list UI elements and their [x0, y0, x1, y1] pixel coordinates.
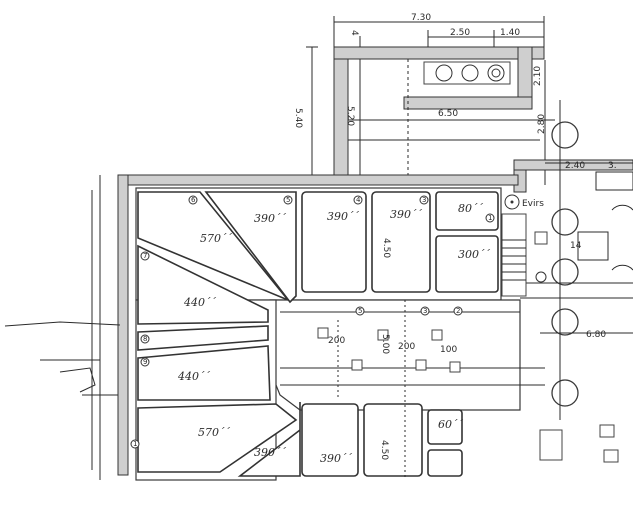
area-label-80: 80´´: [458, 202, 483, 215]
bed-dimensions: 4.50 5.00 4.50 200 200 100: [328, 238, 457, 460]
stair-number: 14: [570, 241, 582, 251]
svg-text:3: 3: [423, 307, 427, 315]
column-circle: [551, 379, 579, 407]
column-circle: [551, 308, 579, 336]
svg-text:1: 1: [488, 214, 492, 222]
dim-2-40: 2.40: [565, 161, 585, 171]
column-circle: [551, 121, 579, 149]
dim-7-30: 7.30: [411, 13, 431, 23]
dim-1-40: 1.40: [500, 28, 520, 38]
dim-6-50: 6.50: [438, 109, 458, 119]
svg-text:5: 5: [358, 307, 362, 315]
bed-8-strip: [137, 325, 269, 351]
bed-1: [435, 235, 499, 293]
dim-2-50: 2.50: [450, 28, 470, 38]
dim-4-50-bottom: 4.50: [379, 440, 389, 460]
area-label-440-top: 440´´: [183, 296, 216, 309]
dim-2-80: 2.80: [537, 114, 547, 134]
top-dimensions: 7.30 2.50 1.40 4 2.10 5.40 5.20 6.50 2.8…: [293, 13, 547, 185]
annex-top-wall: [333, 46, 545, 60]
dim-200-b: 200: [398, 342, 415, 352]
garden-enclosure: [4, 174, 519, 480]
bed-8: [137, 345, 271, 401]
bed-5: [204, 191, 297, 304]
area-label-60: 60´´: [438, 418, 463, 431]
bed-3: [371, 191, 431, 293]
area-label-570-bottom: 570´´: [198, 426, 230, 439]
area-label-390-c: 390´´: [390, 208, 422, 221]
bed-10-edge: [237, 402, 301, 477]
bed-7: [137, 244, 269, 325]
dim-4-50-top: 4.50: [381, 238, 391, 258]
stairs-label: Evirs: [522, 199, 544, 209]
svg-text:5: 5: [286, 196, 290, 204]
lower-beds: [137, 325, 463, 477]
column-circle: [551, 258, 579, 286]
area-label-390-a: 390´´: [254, 212, 286, 225]
svg-text:3: 3: [422, 196, 426, 204]
dim-200-a: 200: [328, 336, 345, 346]
area-label-570-top: 570´´: [200, 232, 232, 245]
svg-text:8: 8: [143, 335, 147, 343]
right-structure: 2.40 3. 14 6.80: [513, 100, 633, 420]
garden-top-wall: [117, 174, 519, 186]
bed-4: [301, 191, 367, 293]
upper-beds: [137, 191, 499, 325]
dim-4: 4: [349, 30, 359, 36]
bed-small-bottom: [427, 409, 463, 445]
area-label-390-d: 390´´: [254, 446, 286, 459]
planter-squares: [317, 300, 619, 480]
svg-text:6: 6: [191, 196, 196, 204]
area-label-390-b: 390´´: [327, 210, 359, 223]
dim-5-40: 5.40: [293, 108, 303, 128]
bed-labels: 570´´ 390´´ 390´´ 390´´ 80´´ 300´´ 440´´…: [177, 202, 490, 465]
bed-small-top: [435, 191, 499, 231]
dim-2-10: 2.10: [533, 66, 543, 86]
svg-text:9: 9: [143, 358, 147, 366]
upper-annex: [333, 46, 555, 176]
area-label-300: 300´´: [458, 248, 490, 261]
area-label-390-e: 390´´: [320, 452, 352, 465]
dim-5-20: 5.20: [345, 106, 355, 126]
numbered-markers: 6 5 4 3 1 7 8 9 1 5 3 2: [130, 195, 495, 449]
column-circle: [551, 208, 579, 236]
dim-100: 100: [440, 345, 457, 355]
svg-text:4: 4: [356, 196, 361, 204]
area-label-440-bottom: 440´´: [177, 370, 210, 383]
svg-text:1: 1: [133, 440, 137, 448]
stair-block: Evirs: [501, 194, 548, 297]
bed-small-bottom-2: [427, 449, 463, 477]
bed-10: [301, 403, 359, 477]
annex-mid-wall: [403, 96, 533, 110]
svg-text:2: 2: [456, 307, 460, 315]
bed-9: [137, 403, 298, 473]
dim-3: 3.: [608, 161, 617, 171]
dim-6-80: 6.80: [586, 330, 606, 340]
bed-11: [363, 403, 423, 477]
dim-5-00: 5.00: [380, 334, 390, 354]
svg-text:7: 7: [143, 252, 147, 260]
